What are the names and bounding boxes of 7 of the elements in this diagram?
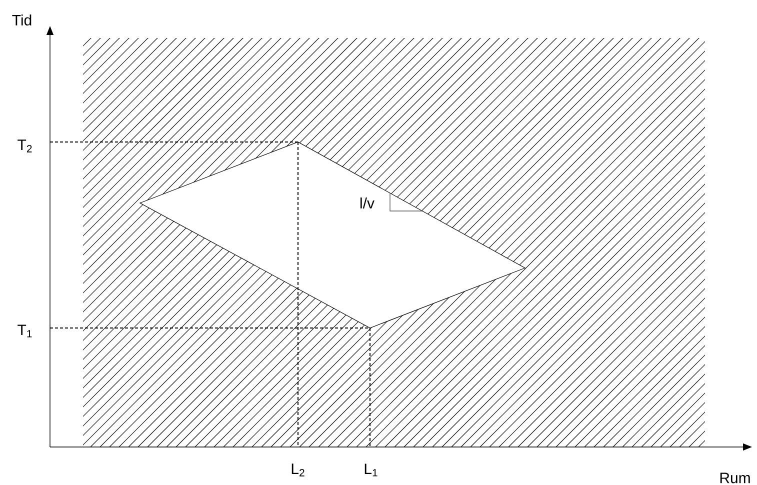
tick-label: T$_{2}$ <box>18 140 32 152</box>
tick-label: L$_{1}$ <box>364 464 378 476</box>
axis-label: Rum <box>720 472 750 484</box>
tick-label: T$_{1}$ <box>18 324 32 338</box>
tick-label: L$_{2}$ <box>292 464 304 476</box>
slope-label: l/v <box>360 198 374 208</box>
axis-label: Tid <box>12 14 32 26</box>
